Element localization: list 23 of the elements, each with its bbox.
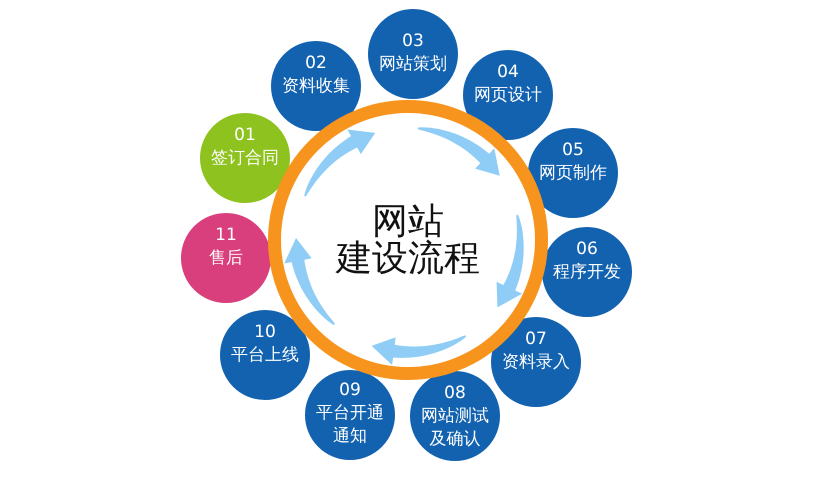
center-title: 网站建设流程: [334, 203, 481, 277]
step-label: 平台上线: [230, 344, 300, 367]
step-label: 签订合同: [210, 147, 280, 170]
step-label: 售后: [208, 247, 244, 270]
step-number: 09: [339, 379, 361, 402]
step-number: 01: [234, 124, 256, 147]
step-number: 05: [562, 139, 584, 162]
step-label: 程序开发: [552, 261, 622, 284]
step-number: 11: [215, 224, 237, 247]
step-number: 02: [305, 52, 327, 75]
step-label: 网站策划: [378, 53, 448, 76]
step-number: 07: [525, 328, 547, 351]
step-number: 06: [576, 238, 598, 261]
step-label: 资料录入: [501, 351, 571, 374]
step-label: 平台开通通知: [315, 402, 385, 448]
step-label: 网站测试及确认: [420, 405, 490, 451]
step-label: 网页设计: [473, 84, 543, 107]
step-label: 网页制作: [538, 162, 608, 185]
step-number: 08: [444, 382, 466, 405]
step-number: 10: [254, 321, 276, 344]
step-number: 04: [497, 61, 519, 84]
step-number: 03: [402, 30, 424, 53]
step-label: 资料收集: [281, 75, 351, 98]
